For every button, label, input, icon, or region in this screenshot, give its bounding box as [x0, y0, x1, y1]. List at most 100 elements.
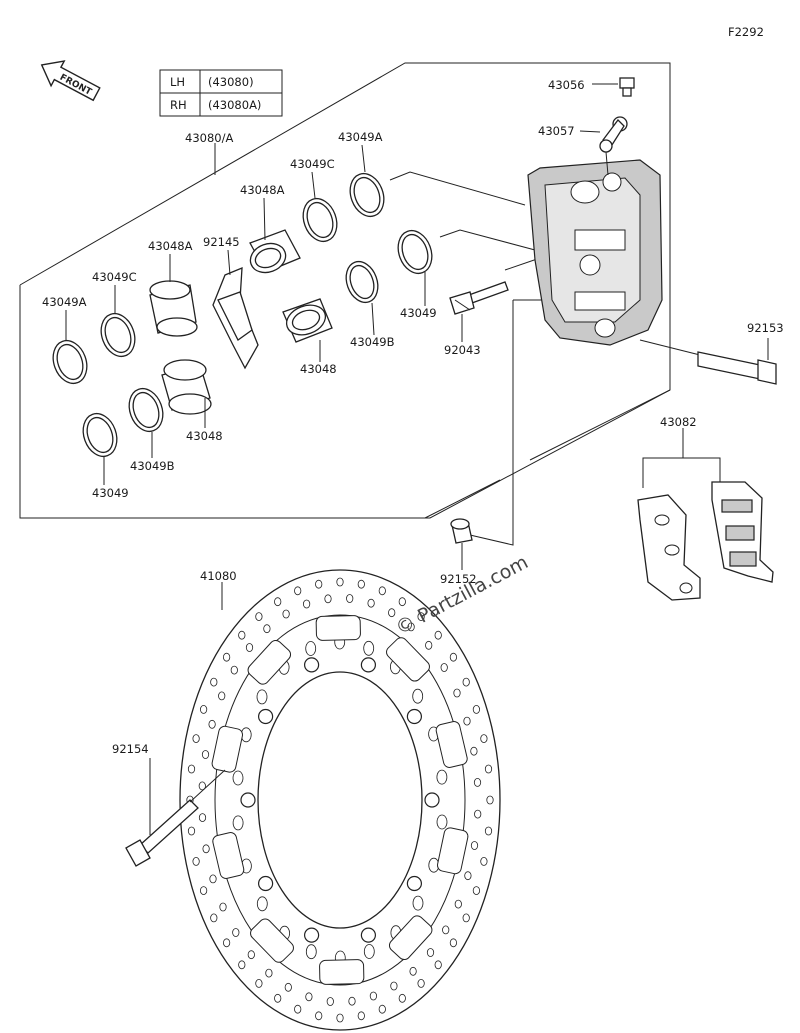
rotor-hole — [462, 677, 470, 687]
label-43049A-left: 43049A — [42, 295, 87, 309]
rotor-hole — [265, 968, 273, 978]
rotor-hole — [187, 826, 196, 836]
seal-43049C-left — [100, 312, 136, 358]
piston-43048-mid — [282, 298, 333, 343]
rotor-hole — [238, 960, 246, 970]
label-92153: 92153 — [747, 321, 784, 335]
label-92152: 92152 — [440, 572, 477, 586]
rotor-hole — [263, 624, 271, 634]
label-43048A-mid: 43048A — [148, 239, 193, 253]
rotor-bolt-hole — [258, 708, 274, 725]
label-43048A-top: 43048A — [240, 183, 285, 197]
front-arrow-icon: FRONT — [40, 60, 101, 102]
rotor-hole — [198, 813, 207, 822]
rotor-hole — [247, 950, 255, 960]
label-92043: 92043 — [444, 343, 481, 357]
rotor-hole — [434, 960, 442, 970]
rotor-hole — [463, 716, 471, 726]
rotor-hole — [363, 640, 375, 656]
rotor-hole — [200, 705, 208, 714]
rotor-hole — [284, 982, 292, 992]
seal-43049A-top — [349, 172, 385, 218]
label-43049C-top: 43049C — [290, 157, 335, 171]
rotor-slot — [250, 918, 294, 963]
rotor-slot — [212, 832, 245, 879]
rotor-hole — [398, 597, 406, 607]
rotor-hole — [369, 991, 377, 1001]
rotor-bolt-hole — [424, 792, 440, 808]
rotor-hole — [209, 874, 217, 884]
rotor-hole — [305, 992, 313, 1002]
rotor-hole — [486, 795, 494, 805]
label-43082: 43082 — [660, 415, 697, 429]
rotor-bolt-hole — [258, 875, 274, 892]
rotor-hole — [472, 886, 480, 895]
disc-rotor-41080 — [179, 569, 501, 1031]
rotor-hole — [473, 778, 482, 787]
label-92145: 92145 — [203, 235, 240, 249]
rotor-hole — [417, 612, 425, 621]
seal-43049A-left — [52, 339, 88, 385]
rotor-hole — [412, 688, 424, 704]
rotor-hole — [426, 948, 435, 957]
label-43049B-low: 43049B — [130, 459, 175, 473]
rotor-hole — [398, 993, 406, 1003]
label-43049B-mid: 43049B — [350, 335, 395, 349]
rotor-hole — [348, 996, 356, 1006]
legend-code-rh: (43080A) — [208, 98, 261, 112]
rotor-hole — [223, 652, 231, 662]
rotor-hole — [326, 997, 334, 1006]
rotor-hole — [315, 579, 323, 589]
rotor-hole — [294, 586, 302, 596]
rotor-hole — [232, 770, 244, 786]
rotor-slot — [386, 637, 430, 682]
legend-side-rh: RH — [170, 98, 187, 112]
rotor-hole — [357, 579, 365, 589]
rotor-hole — [219, 902, 227, 912]
rotor-hole — [442, 925, 450, 935]
rotor-hole — [336, 1013, 344, 1023]
rotor-hole — [294, 1004, 302, 1014]
rotor-hole — [232, 928, 240, 937]
rotor-hole — [218, 691, 226, 701]
bolt-92153 — [697, 338, 777, 385]
label-43049A-top: 43049A — [338, 130, 383, 144]
rotor-slot — [319, 959, 365, 985]
label-92154: 92154 — [112, 742, 149, 756]
rotor-hole — [346, 594, 354, 603]
legend-code-lh: (43080) — [208, 75, 254, 89]
rotor-hole — [336, 577, 344, 587]
rotor-hole — [407, 622, 415, 632]
rotor-hole — [198, 781, 206, 791]
piston-43048A-mid — [149, 280, 198, 337]
rotor-hole — [238, 630, 246, 640]
seal-43049C-top — [302, 197, 338, 243]
label-43057: 43057 — [538, 124, 575, 138]
rotor-hole — [474, 809, 482, 819]
rotor-hole — [230, 665, 238, 675]
pin-92043 — [449, 281, 509, 315]
side-legend-table: LH (43080) RH (43080A) — [159, 69, 283, 117]
rotor-hole — [417, 979, 425, 988]
brake-pads-43082 — [637, 428, 774, 601]
rotor-hole — [480, 857, 488, 866]
rotor-hole — [390, 981, 398, 991]
label-43049C-left: 43049C — [92, 270, 137, 284]
rotor-hole — [192, 857, 200, 866]
label-43048-low: 43048 — [186, 429, 223, 443]
rotor-hole — [367, 598, 375, 608]
rotor-hole — [274, 597, 282, 607]
rotor-hole — [305, 641, 317, 656]
piston-43048A-top — [249, 229, 301, 274]
seal-43049-mid — [397, 229, 433, 275]
rotor-hole — [201, 750, 210, 759]
rotor-hole — [202, 844, 210, 854]
rotor-slot — [247, 639, 292, 685]
rotor-hole — [274, 993, 282, 1003]
rotor-hole — [245, 643, 254, 652]
rotor-hole — [282, 609, 290, 619]
bolt-92154 — [125, 758, 226, 867]
rotor-hole — [363, 944, 375, 959]
rotor-hole — [412, 895, 424, 911]
rotor-bolt-hole — [360, 657, 376, 673]
